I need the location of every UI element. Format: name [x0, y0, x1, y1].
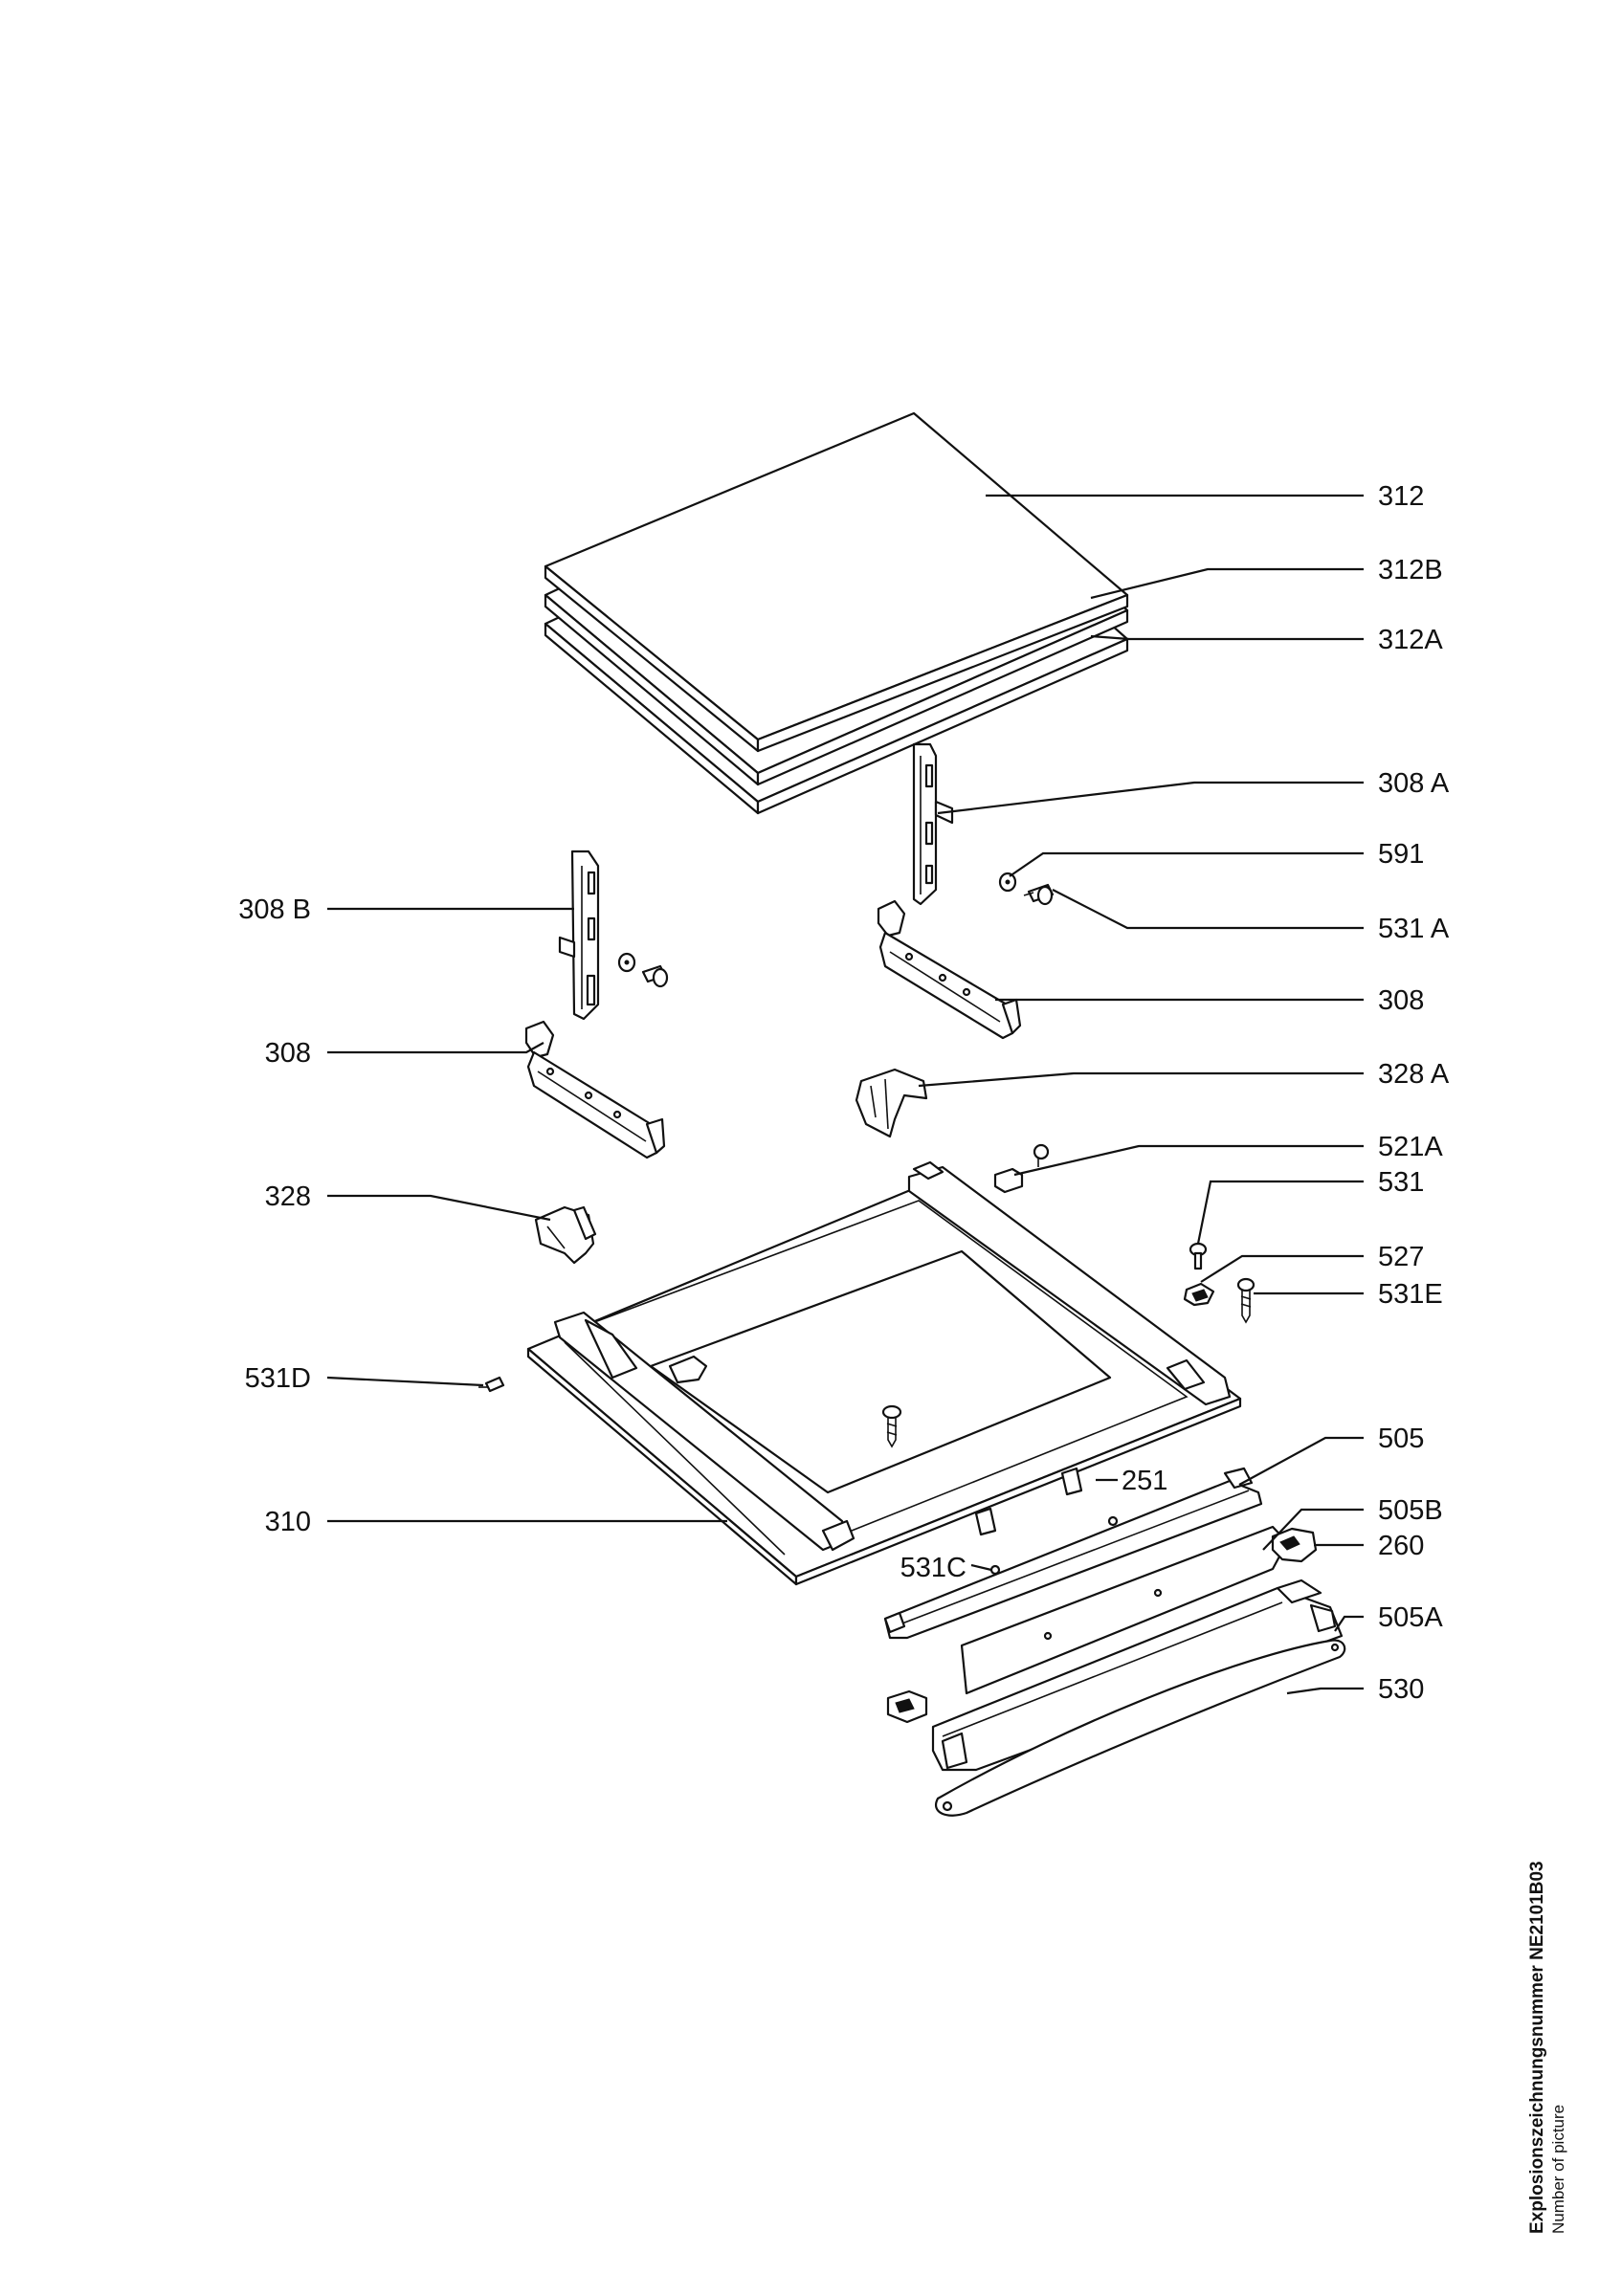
label-591: 591 [1378, 839, 1424, 870]
clip-251 [974, 1467, 1119, 1536]
label-521a: 521A [1378, 1132, 1443, 1162]
hinge-308-right [877, 899, 1022, 1040]
picture-number-caption: Explosionszeichnungsnummer NE2101B03 Num… [1527, 1861, 1567, 2234]
nut-527 [1183, 1282, 1215, 1307]
caption-number-of-picture: Number of picture [1549, 2105, 1567, 2234]
hinge-308-left [524, 1020, 666, 1159]
part-260 [1271, 1527, 1318, 1563]
label-505a: 505A [1378, 1602, 1443, 1633]
label-308-right: 308 [1378, 985, 1424, 1016]
screw-531a [1023, 883, 1055, 906]
label-530: 530 [1378, 1674, 1424, 1705]
clip-328 [534, 1205, 597, 1265]
label-328: 328 [265, 1181, 311, 1212]
washer-591 [998, 872, 1017, 893]
label-531a: 531 A [1378, 914, 1450, 944]
rail-505 [883, 1467, 1263, 1640]
glass-pane-312 [544, 411, 1129, 753]
label-312a: 312A [1378, 625, 1443, 655]
label-308b: 308 B [238, 894, 311, 925]
label-251: 251 [1122, 1466, 1167, 1496]
handle-bar-530 [935, 1639, 1346, 1817]
label-505b: 505B [1378, 1495, 1443, 1526]
screw-531d [478, 1376, 505, 1393]
hinge-bracket-308b [558, 850, 600, 1021]
clip-505a-left [886, 1689, 928, 1724]
screw-near-521a [1033, 1143, 1050, 1167]
label-312: 312 [1378, 481, 1424, 512]
screw-308b [641, 964, 669, 988]
leader-lines [326, 494, 1364, 1695]
door-frame-310 [526, 1160, 1242, 1586]
label-260: 260 [1378, 1531, 1424, 1561]
screw-531 [1189, 1242, 1208, 1270]
label-531d: 531D [245, 1363, 311, 1394]
label-531: 531 [1378, 1167, 1424, 1198]
caption-drawing-number: Explosionszeichnungsnummer NE2101B03 [1527, 1861, 1547, 2234]
label-328a: 328 A [1378, 1059, 1450, 1090]
label-308a: 308 A [1378, 768, 1450, 799]
clip-328a [855, 1068, 928, 1138]
label-505: 505 [1378, 1424, 1424, 1454]
label-310: 310 [265, 1507, 311, 1537]
label-308-left: 308 [265, 1038, 311, 1069]
screw-531e [1236, 1277, 1255, 1324]
label-312b: 312B [1378, 555, 1443, 585]
label-531e: 531E [1378, 1279, 1443, 1310]
hinge-bracket-308a [912, 742, 954, 906]
washer-308b [617, 952, 636, 973]
label-531c: 531C [900, 1553, 967, 1583]
label-527: 527 [1378, 1242, 1424, 1272]
part-521a [993, 1167, 1024, 1194]
